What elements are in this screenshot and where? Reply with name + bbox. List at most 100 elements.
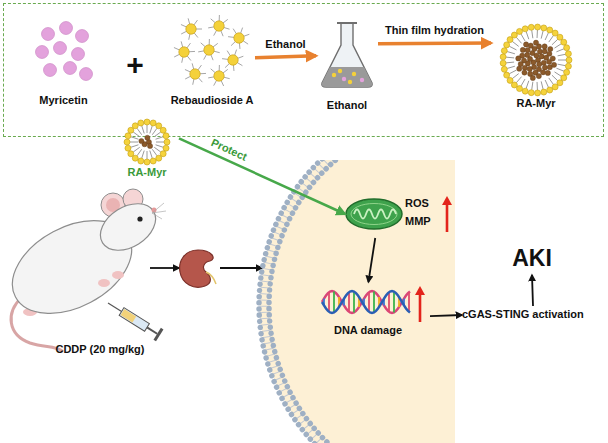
illustration-part [150,126,152,134]
illustration-part [555,44,562,48]
illustration-part [142,126,144,134]
illustration-part [160,127,166,133]
illustration-part [150,151,152,159]
illustration-part [214,80,217,85]
illustration-part [174,41,195,62]
illustration-part [526,81,529,89]
illustration-part [137,216,142,221]
illustration-part [348,292,350,312]
illustration-part [131,137,139,139]
illustration-part [551,62,556,67]
plus-sign: + [120,50,150,80]
illustration-part [156,142,164,143]
illustration-part [541,25,547,31]
illustration-part [332,73,336,77]
mitochondrion-drawing [345,190,457,238]
illustration-part [552,75,558,81]
illustration-part [504,72,510,78]
illustration-part [351,204,397,225]
illustration-part [516,77,521,83]
illustration-part [224,27,230,29]
marker-label: MMP [405,215,445,228]
illustration-part [322,291,410,313]
flow-arrow [430,315,462,316]
illustration-part [522,70,527,75]
illustration-part [225,63,229,67]
illustration-part [408,292,410,312]
flask-illustration: Ethanol [316,19,378,111]
illustration-part [561,75,567,81]
illustration-part [558,64,566,66]
illustration-part [147,143,152,148]
illustration-part [214,71,224,81]
flow-arrow [368,238,375,282]
edge-label: Protect [209,136,249,164]
illustration-part [147,151,148,159]
illustration-part [516,56,521,61]
illustration-part [174,48,179,50]
illustration-part [419,293,422,322]
illustration-part [333,292,335,313]
pathway-node: cGAS-STING activation [462,306,604,324]
illustration-part [549,36,554,43]
illustration-part [512,41,518,46]
illustration-part [393,292,395,313]
illustration-part [125,133,131,139]
liposome-node: RA-Myr [491,14,581,111]
illustration-part [566,57,572,63]
illustration-part [528,43,533,48]
illustration-part [342,77,346,81]
illustration-part [124,139,130,145]
outcome-label: AKI [504,245,560,273]
pathway-label: cGAS-STING activation [462,308,604,321]
illustration-part [200,73,206,74]
illustration-part [92,194,164,260]
kidney-illustration [180,250,214,287]
illustration-part [211,69,216,73]
illustration-part [187,56,191,61]
illustration-part [54,42,67,55]
illustration-part [259,160,455,443]
mouse-drawing [0,185,175,360]
illustration-part [348,80,352,84]
illustration-part [76,30,89,43]
illustration-part [125,145,131,151]
formulation-label: RA-Myr [491,97,581,110]
illustration-part [137,149,142,155]
illustration-part [239,43,241,49]
illustration-part [504,42,510,48]
illustration-part [533,40,538,45]
illustration-part [523,42,528,47]
outcome-node: AKI [504,243,560,275]
illustration-part [181,41,183,47]
illustration-part [556,68,563,71]
illustration-part [507,52,515,54]
illustration-part [231,41,235,45]
illustration-part [506,62,514,64]
illustration-part [198,51,204,52]
illustration-part [36,46,49,59]
illustration-part [264,160,455,443]
flow-arrow [179,138,345,214]
illustration-part [536,73,541,78]
illustration-part [537,49,542,54]
solvent-label: Ethanol [316,99,378,112]
illustration-part [552,39,558,45]
illustration-part [269,160,455,443]
illustration-part [511,32,517,38]
illustration-part [556,49,563,52]
illustration-part [541,60,546,65]
illustration-part [353,292,355,313]
mouse-illustration: CDDP (20 mg/kg) [0,185,175,360]
illustration-part [156,155,162,161]
illustration-part [130,142,138,143]
illustration-part [153,328,163,341]
illustration-part [179,47,189,57]
illustration-part [108,303,122,311]
illustration-part [211,19,216,23]
illustration-part [208,65,230,86]
dna-node: DNA damage [318,282,430,344]
illustration-part [222,58,228,60]
